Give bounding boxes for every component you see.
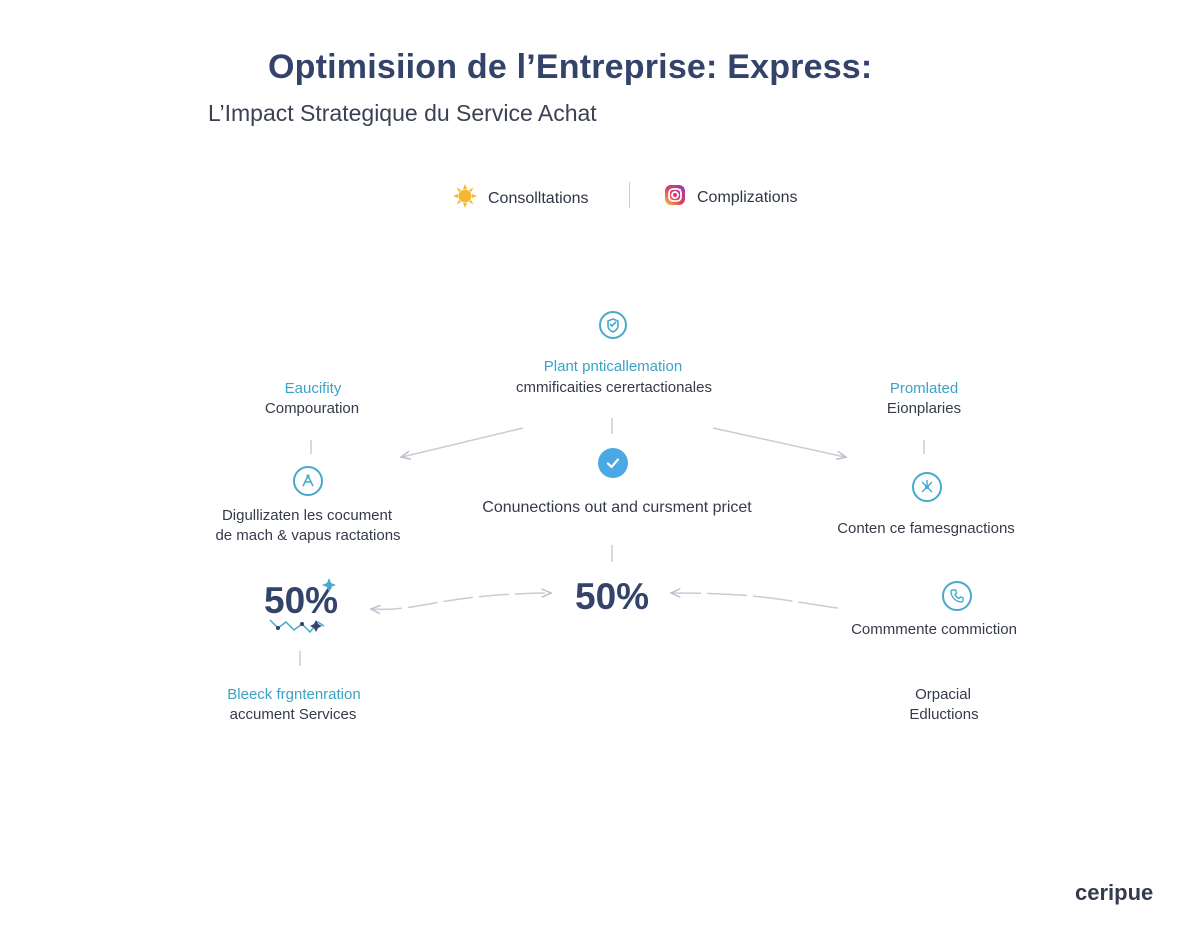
left-top-text: Compouration xyxy=(264,400,360,417)
process-icon xyxy=(293,466,323,496)
connector-right-to-center xyxy=(672,593,839,609)
check-icon xyxy=(598,448,628,478)
left-mid-line1: Digullizaten les cocument xyxy=(221,507,393,524)
left-top-title: Eaucifity xyxy=(284,380,342,397)
page-subtitle: L’Impact Strategique du Service Achat xyxy=(208,100,597,126)
shield-icon xyxy=(598,310,628,345)
phone-icon xyxy=(942,581,972,611)
legend-item-complications: Complizations xyxy=(663,183,797,212)
center-mid-text: Conunections out and cursment pricet xyxy=(482,499,752,516)
right-bottom-line2: Edluctions xyxy=(909,706,979,723)
center-percentage: 50% xyxy=(575,576,650,617)
right-mid-text: Conten ce famesgnactions xyxy=(837,520,1015,537)
left-bottom-title: Bleeck frgntenration xyxy=(227,686,361,703)
connector-top-to-right xyxy=(712,427,845,457)
top-center-text: cmmificaities cerertactionales xyxy=(516,379,712,396)
legend-item-consultations: Consolltations xyxy=(452,183,589,214)
connector-left-to-center xyxy=(372,593,550,609)
connector-top-to-left xyxy=(402,427,524,457)
top-center-title: Plant pnticallemation xyxy=(543,358,683,375)
sparkle-decoration-icon xyxy=(266,576,338,641)
legend-label: Consolltations xyxy=(488,189,589,207)
network-icon xyxy=(912,472,942,502)
sun-icon xyxy=(452,183,478,214)
right-low-text: Commmente commiction xyxy=(851,621,1017,638)
right-top-title: Promlated xyxy=(889,380,959,397)
legend-divider xyxy=(629,182,630,208)
left-mid-line2: de mach & vapus ractations xyxy=(215,527,401,544)
legend-label: Complizations xyxy=(697,188,798,206)
right-bottom-line1: Orpacial xyxy=(915,686,971,703)
brand-logo: ceripue xyxy=(1075,880,1154,905)
instagram-icon xyxy=(663,183,687,212)
page-title: Optimisiion de l’Entreprise: Express: xyxy=(268,48,873,86)
right-top-text: Eionplaries xyxy=(886,400,962,417)
left-bottom-text: accument Services xyxy=(229,706,357,723)
left-percentage: 50% xyxy=(264,580,339,621)
